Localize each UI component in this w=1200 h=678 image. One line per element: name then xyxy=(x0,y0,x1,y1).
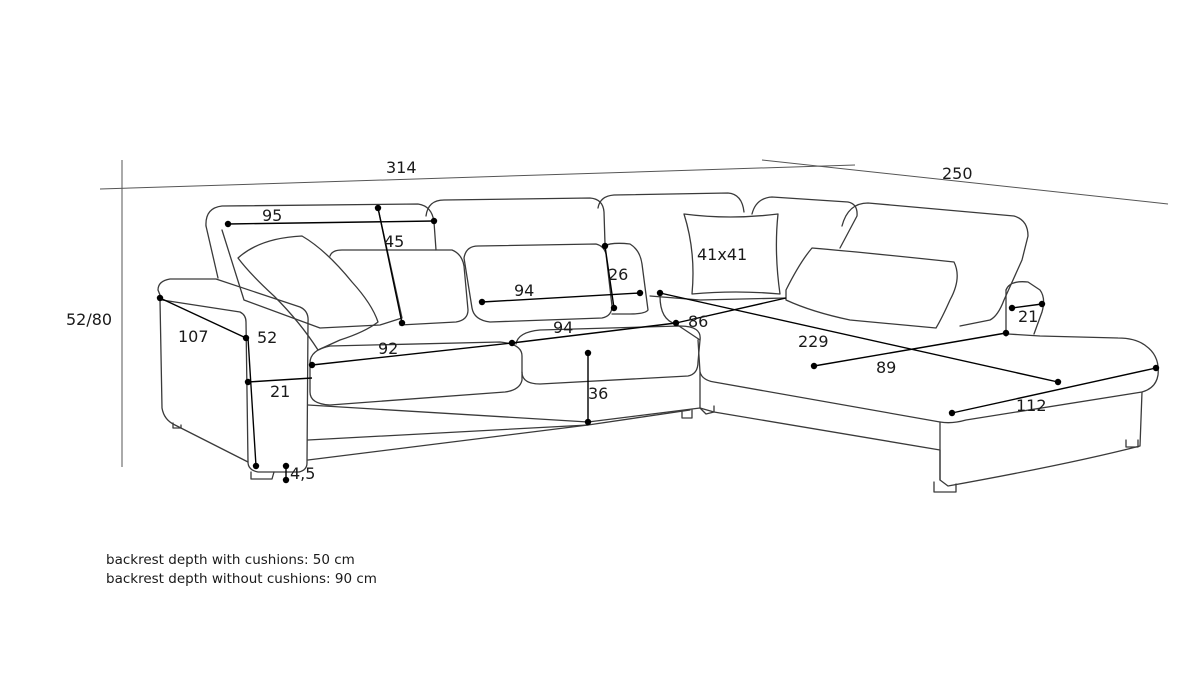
label-leg-height: 4,5 xyxy=(290,464,315,483)
note-with-cushions: backrest depth with cushions: 50 cm xyxy=(106,552,355,568)
dimension-dots xyxy=(156,204,1160,484)
label-back-cushion-height: 26 xyxy=(608,265,628,284)
label-arm-width: 21 xyxy=(270,382,290,401)
label-pillow-height: 45 xyxy=(384,232,404,251)
dimension-labels: 314 250 52/80 95 45 94 26 41x41 107 52 9… xyxy=(66,158,1047,483)
label-chaise-front: 112 xyxy=(1016,396,1047,415)
label-height: 52/80 xyxy=(66,310,112,329)
label-right-arm-width: 21 xyxy=(1018,307,1038,326)
label-chaise-length: 250 xyxy=(942,164,973,183)
label-seat-width-left: 92 xyxy=(378,339,398,358)
label-decor-pillow: 41x41 xyxy=(697,245,747,264)
label-total-width: 314 xyxy=(386,158,417,177)
label-arm-height: 52 xyxy=(257,328,277,347)
label-corner-depth: 86 xyxy=(688,312,708,331)
label-seat-width-mid: 94 xyxy=(553,318,573,337)
reference-lines xyxy=(99,159,1169,467)
label-arm-depth: 107 xyxy=(178,327,209,346)
label-seat-height: 36 xyxy=(588,384,608,403)
label-chaise-width: 229 xyxy=(798,332,829,351)
label-pillow-width: 95 xyxy=(262,206,282,225)
label-chaise-depth: 89 xyxy=(876,358,896,377)
label-back-cushion-width: 94 xyxy=(514,281,534,300)
dimension-lines xyxy=(159,207,1157,480)
note-without-cushions: backrest depth without cushions: 90 cm xyxy=(106,571,377,587)
sofa-outline xyxy=(157,192,1159,493)
